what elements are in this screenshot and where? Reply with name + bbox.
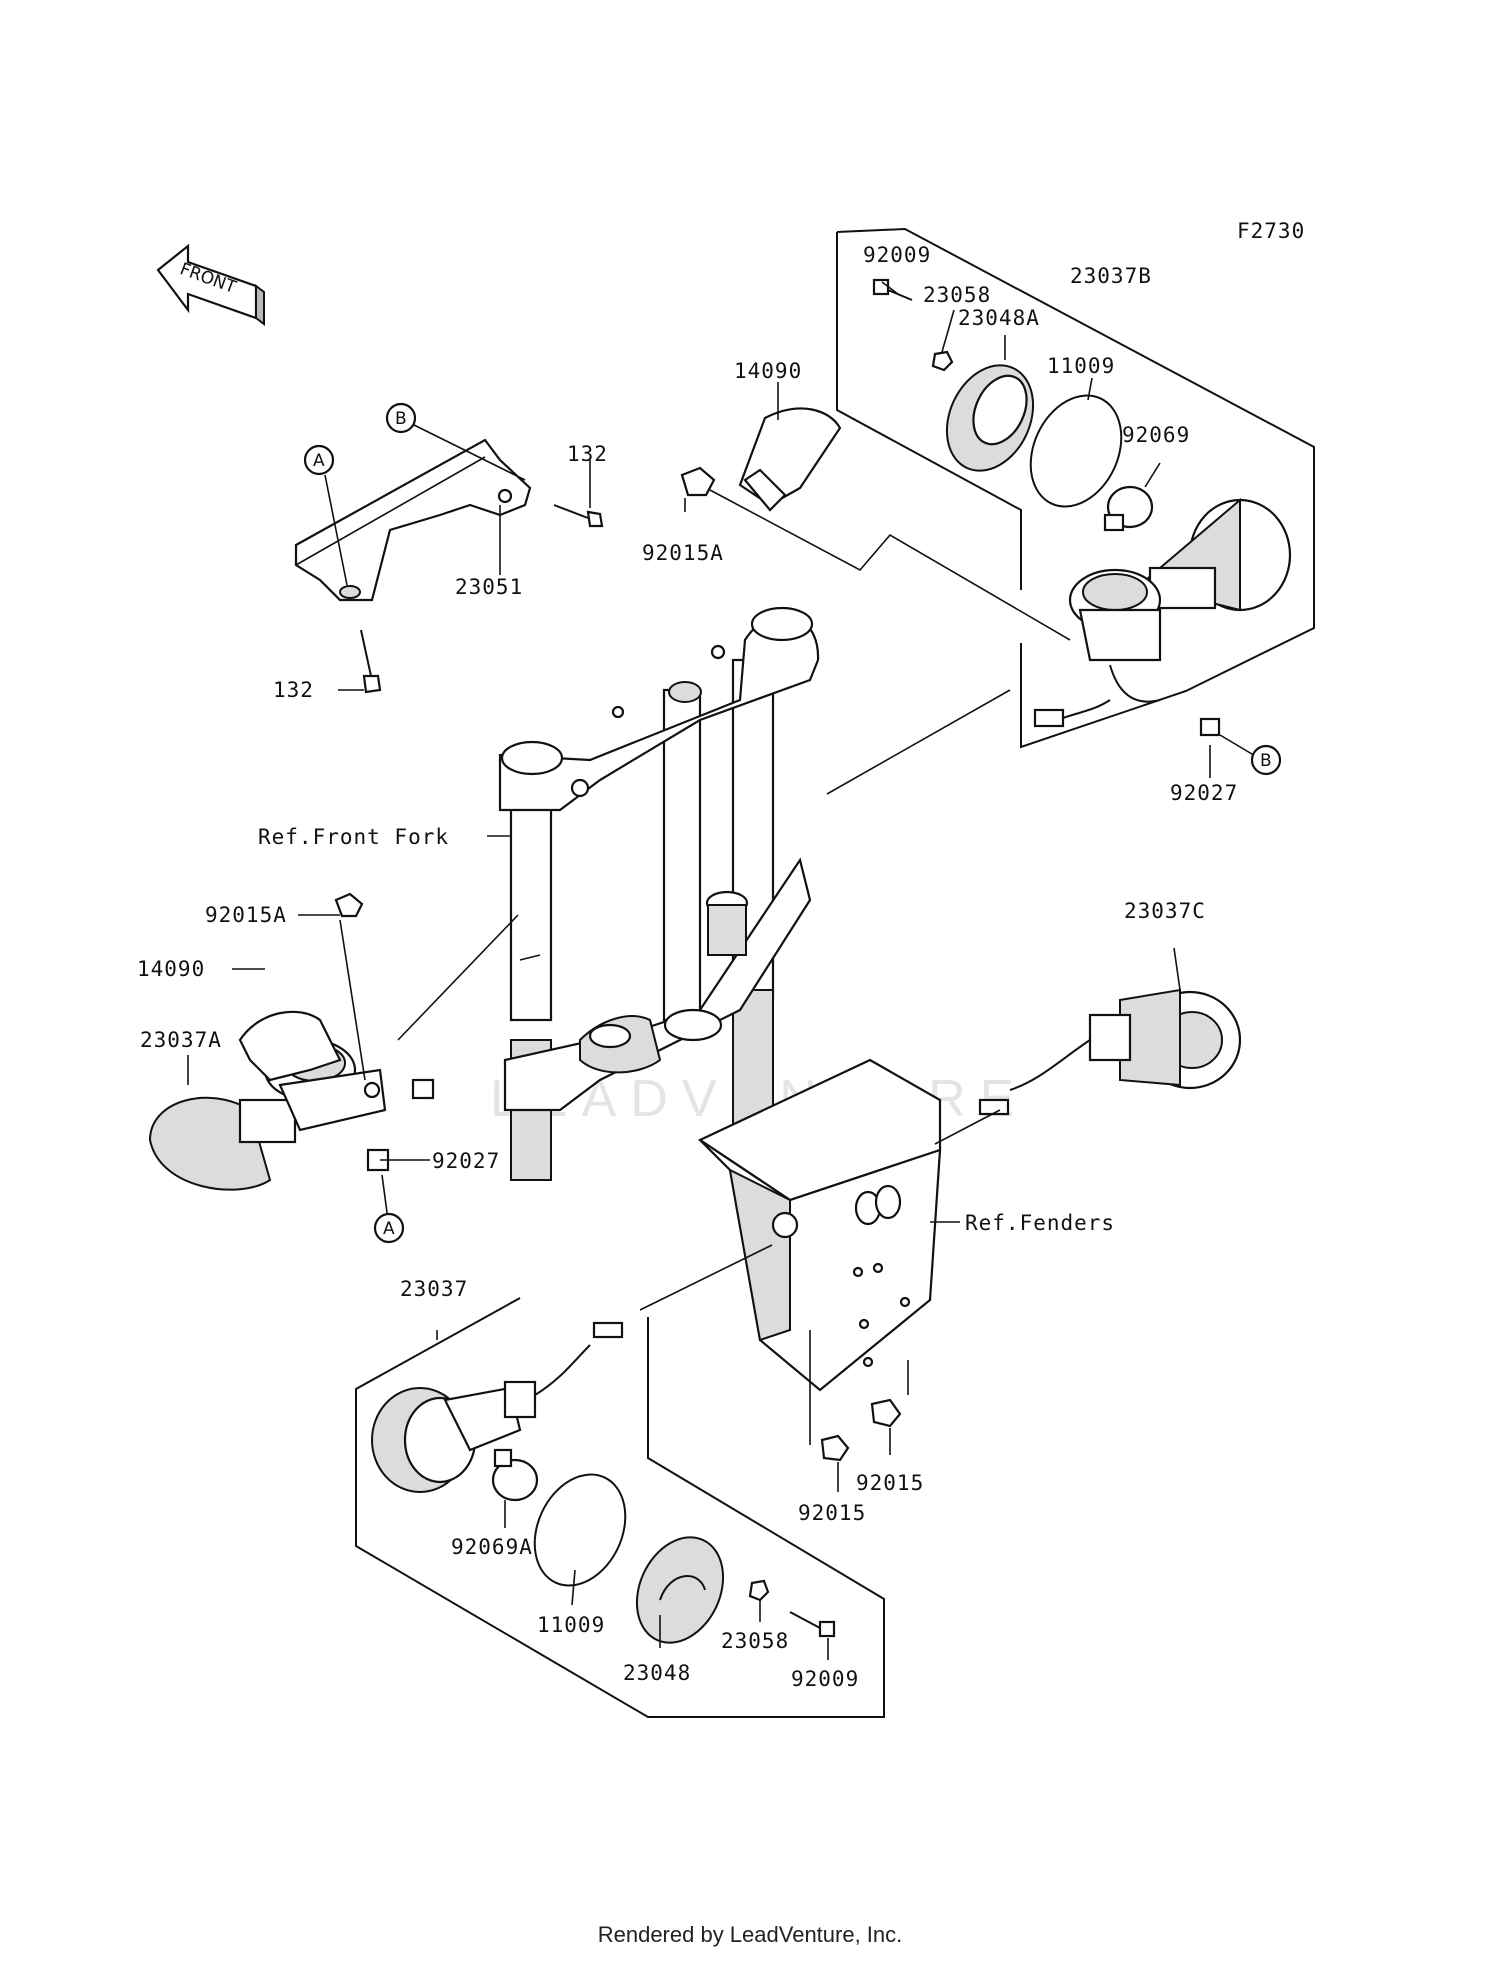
callout-b-top: B (385, 402, 417, 434)
front-fork-assembly (498, 606, 820, 1181)
figure-code: F2730 (1237, 219, 1305, 243)
nut-92015a-top (680, 466, 716, 497)
label-23051: 23051 (455, 575, 523, 599)
label-23058-top: 23058 (923, 283, 991, 307)
bolt-132-right (553, 504, 604, 528)
label-23037b: 23037B (1070, 264, 1152, 288)
rear-fender-bracket (697, 1058, 942, 1392)
callout-a-bottom-label: A (383, 1219, 395, 1239)
turn-signal-23037b (1033, 497, 1292, 728)
label-92015a-left: 92015A (205, 903, 287, 927)
bracket-23051 (294, 438, 532, 602)
label-92027-right: 92027 (1170, 781, 1238, 805)
nut-23058-top (931, 350, 954, 372)
nut-23058-bottom (748, 1579, 770, 1602)
lens-23048 (635, 1536, 725, 1644)
label-92027-left: 92027 (432, 1149, 500, 1173)
group-frame-23037 (355, 1297, 885, 1718)
label-23048a: 23048A (958, 306, 1040, 330)
gasket-11009-top (1029, 394, 1123, 508)
label-23037c: 23037C (1124, 899, 1206, 923)
nut-92015-left (820, 1434, 850, 1462)
turn-signal-23037 (371, 1321, 624, 1493)
label-11009-top: 11009 (1047, 354, 1115, 378)
callout-a-top-label: A (313, 451, 325, 471)
callout-b-right-label: B (1260, 751, 1272, 771)
label-92009-bottom: 92009 (791, 1667, 859, 1691)
label-92009-top: 92009 (863, 243, 931, 267)
label-11009-bottom: 11009 (537, 1613, 605, 1637)
label-92015a-top: 92015A (642, 541, 724, 565)
bulb-92069 (1103, 485, 1154, 532)
collar-92027-right (1199, 717, 1221, 737)
screw-92009-bottom (789, 1611, 836, 1638)
group-frame-23037b-left (836, 232, 1022, 590)
leader-lines (187, 281, 1263, 1660)
label-14090-top: 14090 (734, 359, 802, 383)
label-92015-left: 92015 (798, 1501, 866, 1525)
bolt-132-left (360, 629, 382, 694)
group-frame-23037b (836, 227, 1315, 749)
bulb-92069a (491, 1448, 539, 1502)
nut-92015-right (870, 1398, 902, 1428)
callout-a-bottom: A (373, 1212, 405, 1244)
label-23048: 23048 (623, 1661, 691, 1685)
label-132-right: 132 (567, 442, 608, 466)
label-23037: 23037 (400, 1277, 468, 1301)
gasket-11009-bottom (533, 1473, 627, 1587)
label-92069a: 92069A (451, 1535, 533, 1559)
clamp-cover-14090-left (238, 1010, 342, 1082)
label-92015-right: 92015 (856, 1471, 924, 1495)
callout-b-right: B (1250, 744, 1282, 776)
label-14090-left: 14090 (137, 957, 205, 981)
callout-a-top: A (303, 444, 335, 476)
label-ref-fenders: Ref.Fenders (965, 1211, 1115, 1235)
label-23058-bottom: 23058 (721, 1629, 789, 1653)
label-132-left: 132 (273, 678, 314, 702)
callout-b-top-label: B (395, 409, 407, 429)
footer-credit: Rendered by LeadVenture, Inc. (597, 1922, 903, 1947)
turn-signal-23037c (978, 988, 1242, 1116)
lens-23048a (945, 364, 1035, 472)
label-23037a: 23037A (140, 1028, 222, 1052)
nut-92015a-left (334, 892, 364, 918)
clamp-cover-14090-top (738, 407, 842, 512)
label-ref-front-fork: Ref.Front Fork (258, 825, 449, 849)
label-92069: 92069 (1122, 423, 1190, 447)
front-arrow-icon: FRONT (156, 243, 265, 326)
